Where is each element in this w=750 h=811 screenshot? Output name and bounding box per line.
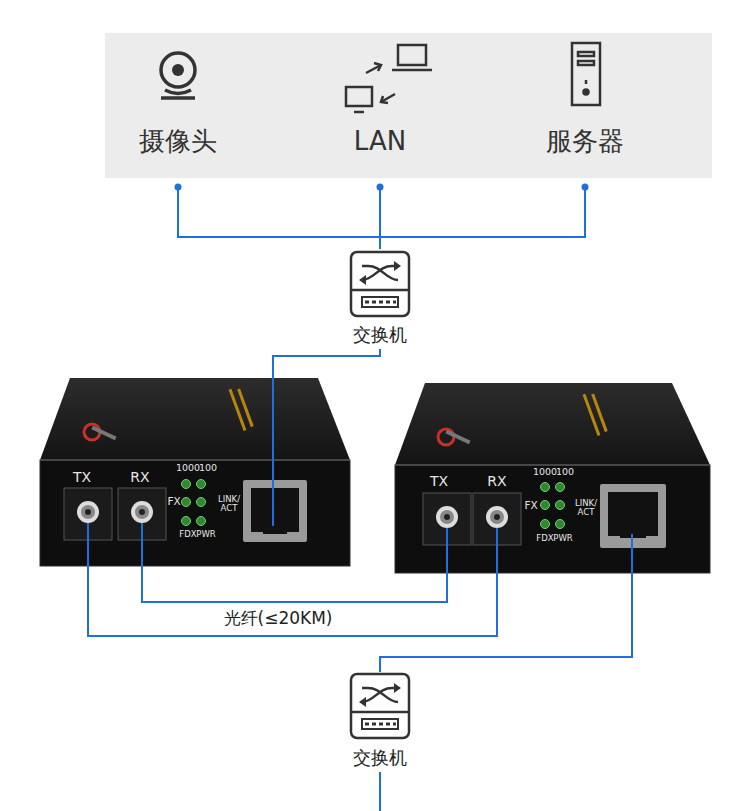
lan-node: LAN <box>330 45 430 187</box>
node-label: 100 <box>199 463 217 473</box>
switch-node: 交换机 <box>330 249 430 349</box>
camera-node: 摄像头 <box>128 45 228 187</box>
node-label: LINK/ ACT <box>571 499 601 518</box>
media-converter <box>40 375 350 567</box>
device-band <box>105 33 712 178</box>
server-node: 服务器 <box>535 45 635 187</box>
media-converter-node: TX RX 1000100FX LINK/ ACT FDXPWR <box>40 375 352 567</box>
node-label: LAN <box>354 127 406 156</box>
network-cable <box>178 187 380 249</box>
junction-dots <box>175 184 589 191</box>
node-label: FDX <box>536 534 553 543</box>
node-label: LINK/ ACT <box>214 495 244 514</box>
node-label: 服务器 <box>546 127 624 156</box>
network-cable <box>88 567 497 636</box>
node-label: PWR <box>196 530 215 539</box>
node-label: 摄像头 <box>139 127 217 156</box>
node-label: TX <box>73 470 91 485</box>
node-label: TX <box>430 474 448 489</box>
node-label: 交换机 <box>353 325 407 345</box>
node-label: FX <box>524 500 537 512</box>
node-label: 交换机 <box>353 748 407 768</box>
network-cable <box>142 567 447 602</box>
uplink-wire <box>379 772 381 811</box>
node-label: 1000 <box>533 467 557 477</box>
switch-icon <box>351 674 409 738</box>
node-label: 100 <box>556 467 574 477</box>
node-label: PWR <box>553 534 572 543</box>
camera-icon <box>161 53 195 98</box>
node-label: RX <box>487 474 506 489</box>
node-label: RX <box>130 470 149 485</box>
lan-icon <box>346 45 432 112</box>
media-converter-node: TX RX 1000100FX LINK/ ACT FDXPWR <box>393 380 713 575</box>
node-label: 1000 <box>176 463 200 473</box>
network-cable <box>380 575 632 672</box>
server-icon <box>572 43 600 105</box>
node-label: FDX <box>179 530 196 539</box>
network-cable <box>379 187 381 249</box>
edge-label: 光纤(≤20KM) <box>224 609 333 628</box>
network-cable <box>380 187 585 249</box>
node-label: FX <box>167 496 180 508</box>
switch-icon <box>351 252 409 316</box>
network-cable <box>273 349 380 375</box>
media-converter <box>395 383 710 575</box>
switch-node: 交换机 <box>330 672 430 772</box>
